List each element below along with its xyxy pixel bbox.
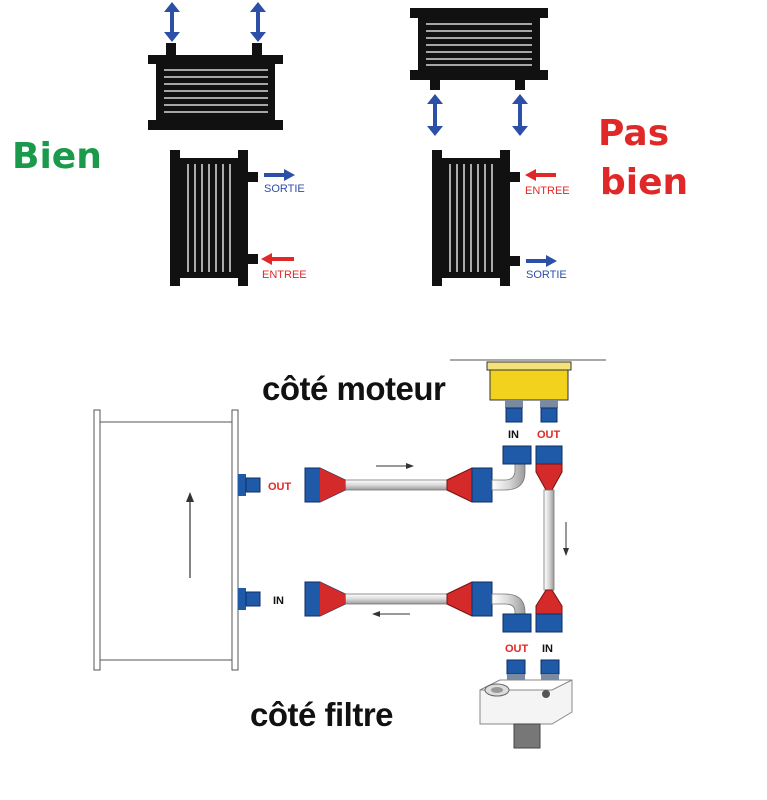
lower-hose (304, 581, 532, 633)
cooler-out-label: OUT (268, 481, 292, 493)
engine-block (450, 359, 606, 423)
filter-in-label: IN (542, 643, 553, 655)
bad-vertical-cooler (432, 150, 520, 286)
up-down-arrow-icon (164, 2, 180, 42)
up-down-arrow-icon (250, 2, 266, 42)
cooler-in-label: IN (273, 595, 284, 607)
flow-down-arrow-icon (563, 548, 569, 556)
engine-out-hose (535, 445, 569, 633)
cooler-out-fitting (238, 474, 261, 496)
bad-sortie-label: SORTIE (526, 269, 567, 281)
good-sortie-label: SORTIE (264, 183, 305, 195)
entree-arrow-icon (261, 253, 294, 265)
engine-side-title: côté moteur (262, 370, 446, 407)
engine-in-label: IN (508, 429, 519, 441)
up-down-arrow-icon (427, 94, 443, 136)
filter-adapter (479, 659, 573, 749)
bad-label-line2: bien (600, 162, 688, 203)
filter-side-title: côté filtre (250, 696, 393, 733)
cooler-in-fitting (238, 588, 261, 610)
good-vertical-cooler (170, 150, 258, 286)
good-horizontal-cooler (148, 2, 283, 130)
filter-out-label: OUT (505, 643, 529, 655)
flow-up-arrow-icon (186, 492, 194, 502)
sortie-arrow-icon (526, 255, 557, 267)
good-label: Bien (12, 136, 102, 177)
bad-horizontal-cooler (410, 8, 548, 136)
flow-left-arrow-icon (372, 611, 380, 617)
up-down-arrow-icon (512, 94, 528, 136)
engine-out-label: OUT (537, 429, 561, 441)
cooler-box (93, 409, 239, 671)
upper-hose (304, 445, 532, 503)
sortie-arrow-icon (264, 169, 295, 181)
bad-label-line1: Pas (598, 113, 669, 154)
entree-arrow-icon (525, 169, 556, 181)
flow-right-arrow-icon (406, 463, 414, 469)
bad-entree-label: ENTREE (525, 185, 570, 197)
good-entree-label: ENTREE (262, 269, 307, 281)
